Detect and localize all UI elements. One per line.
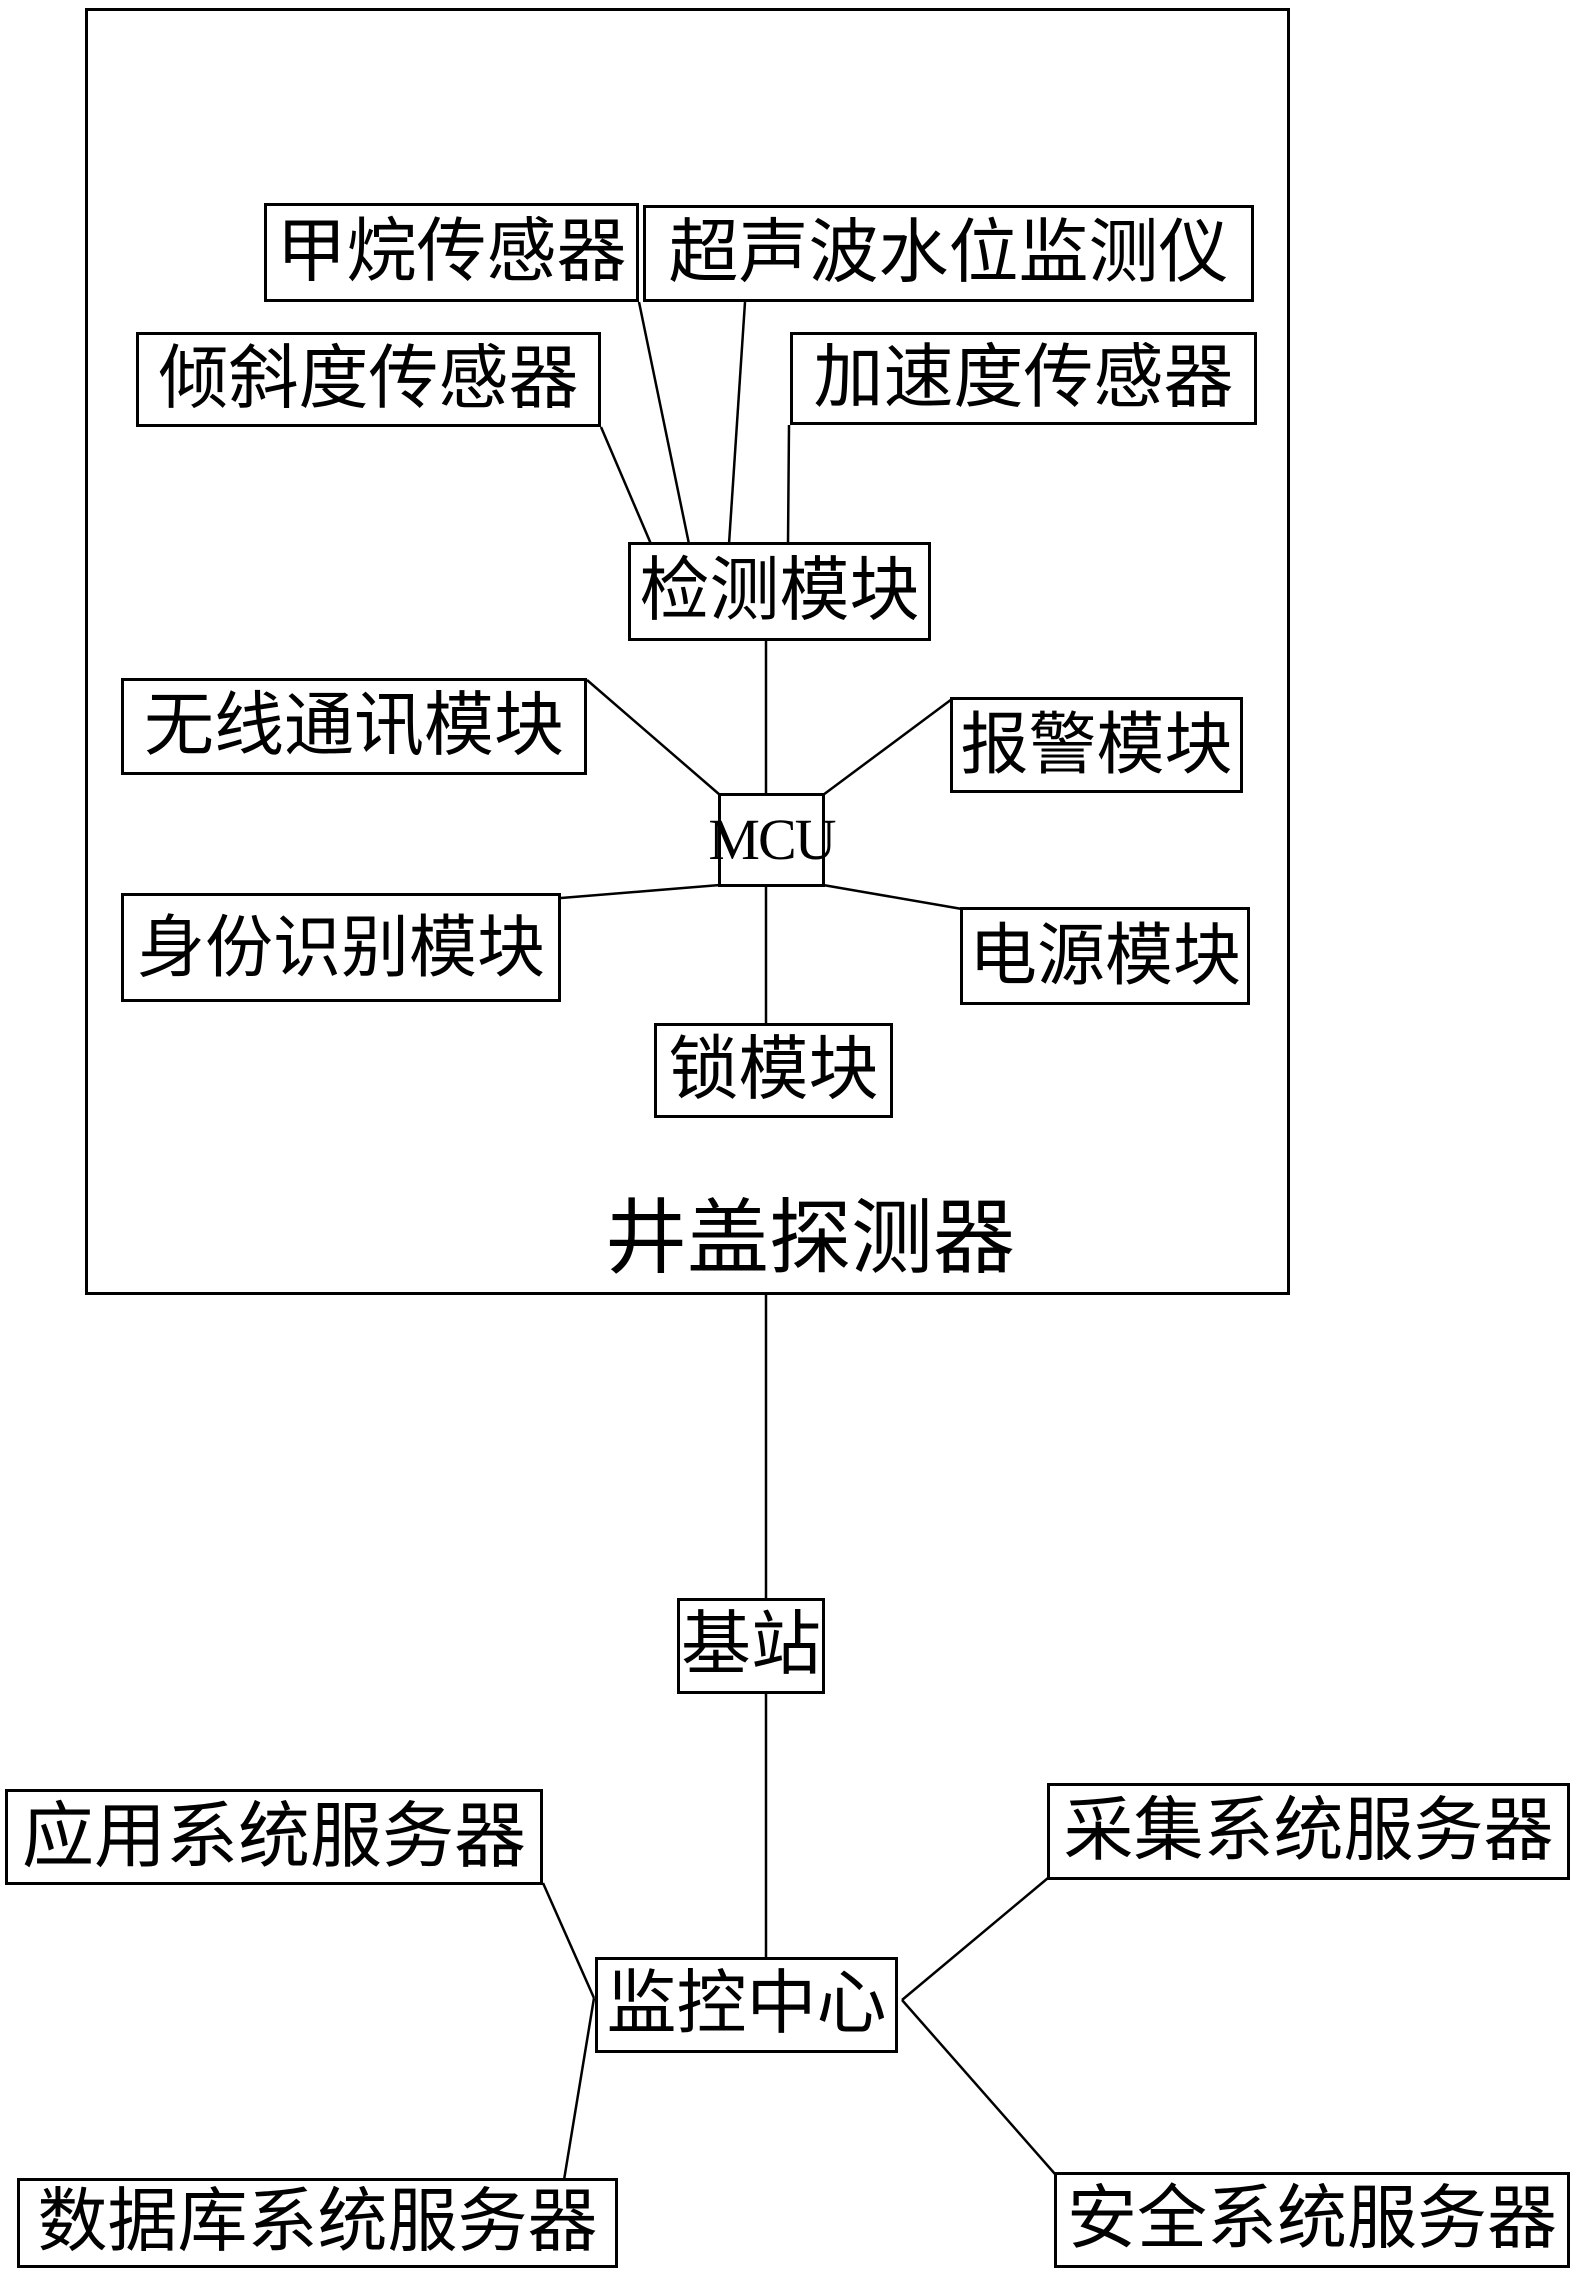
connector-methane-detection (637, 301, 691, 545)
connector-ultrasonic-detection (727, 301, 747, 545)
manhole-detector-group-label: 井盖探测器 (604, 1192, 1015, 1284)
node-detection-module: 检测模块 (628, 542, 931, 641)
node-wireless-comm-module: 无线通讯模块 (121, 678, 587, 775)
connector-monitor-db (562, 1997, 596, 2181)
node-power-module: 电源模块 (960, 907, 1250, 1005)
manhole-detector-group-box (85, 8, 1290, 1295)
connector-mcu-power (822, 883, 963, 911)
connector-app-monitor (541, 1882, 596, 1999)
connector-mcu-alarm (822, 697, 953, 797)
connector-accel-detection (786, 424, 791, 545)
connector-tilt-detection (599, 426, 653, 545)
node-base-station: 基站 (677, 1598, 825, 1694)
node-mcu: MCU (708, 793, 837, 887)
node-collection-system-server: 采集系统服务器 (1047, 1783, 1570, 1880)
connector-monitor-security (901, 1999, 1056, 2175)
connector-identity-mcu (560, 883, 721, 900)
node-tilt-sensor: 倾斜度传感器 (136, 332, 601, 427)
node-identity-recognition-module: 身份识别模块 (121, 893, 561, 1002)
connector-wireless-mcu (586, 679, 721, 796)
node-alarm-module: 报警模块 (950, 697, 1243, 793)
node-lock-module: 锁模块 (654, 1023, 893, 1118)
node-security-system-server: 安全系统服务器 (1054, 2172, 1570, 2268)
node-application-system-server: 应用系统服务器 (5, 1789, 543, 1885)
node-database-system-server: 数据库系统服务器 (17, 2178, 618, 2268)
node-acceleration-sensor: 加速度传感器 (790, 332, 1257, 425)
connector-collect-monitor (901, 1877, 1049, 2001)
node-ultrasonic-water-level-monitor: 超声波水位监测仪 (643, 205, 1254, 302)
node-monitoring-center: 监控中心 (595, 1957, 898, 2053)
node-methane-sensor: 甲烷传感器 (264, 203, 639, 302)
